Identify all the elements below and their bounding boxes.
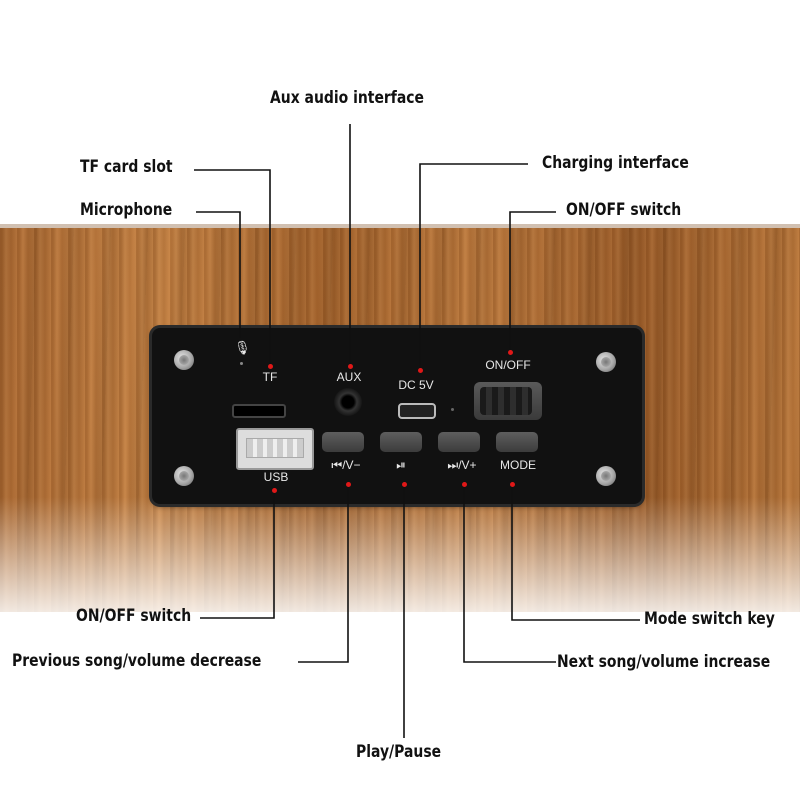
tf-line [194,169,271,366]
usb-port[interactable] [236,428,314,470]
callout-next: Next song/volume increase [557,652,771,672]
screw-bottom-right-icon [596,466,616,486]
charging-dot [418,368,423,373]
power-switch-knob[interactable] [480,387,532,415]
play-dot [402,482,407,487]
prev-line [298,484,349,663]
dc-label: DC 5V [398,378,434,392]
screw-top-left-icon [174,350,194,370]
callout-onoff-top: ON/OFF switch [566,200,682,220]
power-switch[interactable] [474,382,542,420]
callout-mode: Mode switch key [644,609,775,629]
next-line [463,484,556,663]
aux-label: AUX [336,370,362,384]
microphone-icon: 🎙 [234,340,251,355]
callout-charging: Charging interface [542,153,689,173]
microphone-hole [240,362,243,365]
screw-bottom-left-icon [174,466,194,486]
prev-label: ⏮/V− [331,458,361,472]
dc-port[interactable] [398,403,436,419]
next-dot [462,482,467,487]
tf-label: TF [262,370,278,384]
play-pause-button[interactable] [380,432,422,452]
mode-dot [510,482,515,487]
onoff-top-dot [508,350,513,355]
prev-dot [346,482,351,487]
aux-jack[interactable] [334,388,362,416]
mic-line [196,211,241,338]
prev-button[interactable] [322,432,364,452]
mode-label: MODE [500,458,536,472]
tf-card-slot[interactable] [232,404,286,418]
aux-dot [348,364,353,369]
onoff-bottom-line [200,490,275,619]
onoff-top-line [509,211,556,352]
usb-label: USB [263,470,289,484]
callout-microphone: Microphone [80,200,173,220]
indicator-led [451,408,454,411]
play-label: ⏯ [396,458,406,472]
mode-button[interactable] [496,432,538,452]
tf-dot [268,364,273,369]
onoff-label: ON/OFF [485,358,531,372]
callout-onoff-bottom: ON/OFF switch [76,606,192,626]
callout-aux: Aux audio interface [270,88,424,108]
callout-prev: Previous song/volume decrease [12,651,262,671]
callout-tf: TF card slot [80,157,173,177]
wood-seam [0,224,800,230]
callout-play: Play/Pause [356,742,442,762]
mode-line [511,484,640,621]
next-label: ⏭/V+ [447,458,477,472]
onoff-bottom-dot [272,488,277,493]
next-button[interactable] [438,432,480,452]
charging-line [419,163,528,370]
screw-top-right-icon [596,352,616,372]
